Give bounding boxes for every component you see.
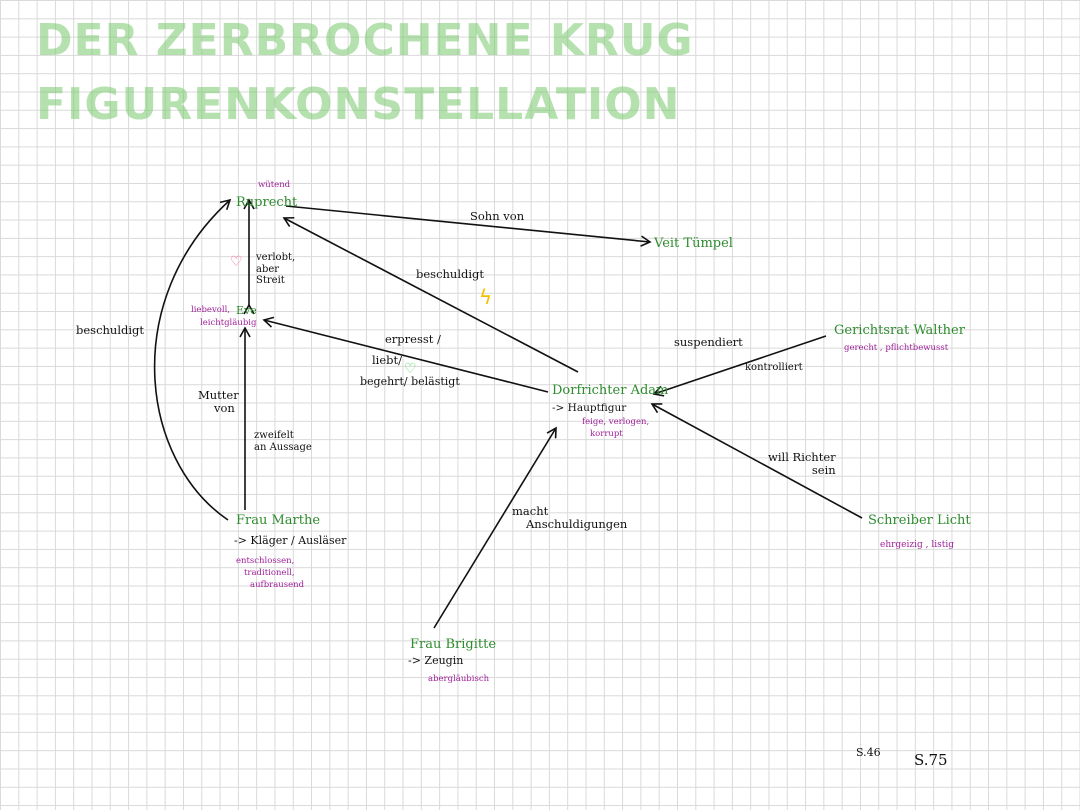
marthe-trait-2: traditionell, <box>244 568 295 578</box>
licht-traits: ehrgeizig , listig <box>880 540 954 550</box>
label-verlobt: verlobt, aber Streit <box>256 252 295 287</box>
title-line-1: DER ZERBROCHENE KRUG <box>36 15 694 66</box>
eve-trait-2: leichtgläubig <box>200 318 257 328</box>
label-beschuldigt-left: beschuldigt <box>76 323 145 337</box>
arrow-marthe-ruprecht <box>153 198 232 521</box>
label-zweifelt: zweifelt an Aussage <box>254 430 312 453</box>
adam-trait-2: korrupt <box>590 429 623 439</box>
arrow-adam-eve <box>262 316 549 393</box>
label-begehrt: begehrt/ belästigt <box>360 375 460 388</box>
adam-trait-1: feige, verlogen, <box>582 417 650 427</box>
page-ref-2: S.75 <box>914 751 948 769</box>
marthe-trait-3: aufbrausend <box>250 580 305 590</box>
label-macht: macht Anschuldigungen <box>512 504 628 532</box>
walther-name: Gerichtsrat Walther <box>834 323 965 338</box>
label-mutter-von-1: Mutter <box>198 388 239 402</box>
adam-role: -> Hauptfigur <box>552 402 627 414</box>
ruprecht-name: Ruprecht <box>236 195 298 210</box>
arrow-walther-adam <box>652 335 827 397</box>
walther-traits: gerecht , pflichtbewusst <box>844 343 949 353</box>
title-line-2: FIGURENKONSTELLATION <box>36 79 681 130</box>
eve-name: Eve <box>236 304 257 317</box>
brigitte-trait: abergläubisch <box>428 674 490 684</box>
label-suspendiert: suspendiert <box>674 335 743 349</box>
label-zweifelt-1: zweifelt <box>254 430 294 441</box>
label-will-richter-1: will Richter <box>768 450 836 464</box>
label-verlobt-2: aber <box>256 263 280 275</box>
label-sohn-von: Sohn von <box>470 209 525 223</box>
label-liebt: liebt/ <box>372 353 403 367</box>
page-ref-1: S.46 <box>856 746 881 759</box>
veit-name: Veit Tümpel <box>654 236 733 251</box>
arrow-adam-ruprecht <box>282 216 579 373</box>
marthe-name: Frau Marthe <box>236 513 321 528</box>
lightning-icon: ϟ <box>479 285 493 309</box>
label-will-richter: will Richter sein <box>768 450 836 478</box>
brigitte-name: Frau Brigitte <box>410 637 497 652</box>
label-zweifelt-2: an Aussage <box>254 441 312 453</box>
label-will-richter-2: sein <box>811 463 836 478</box>
label-macht-1: macht <box>512 504 549 518</box>
eve-trait-1: liebevoll, <box>191 305 230 315</box>
label-macht-2: Anschuldigungen <box>526 517 628 532</box>
label-kontrolliert: kontrolliert <box>745 362 803 373</box>
marthe-role: -> Kläger / Ausläser <box>234 534 347 547</box>
label-beschuldigt-adam: beschuldigt <box>416 267 485 281</box>
arrow-ruprecht-veit <box>285 205 652 247</box>
label-mutter-von-2: von <box>214 401 235 416</box>
ruprecht-trait: wütend <box>258 180 291 190</box>
label-verlobt-1: verlobt, <box>256 252 296 263</box>
label-erpresst: erpresst / <box>385 332 441 346</box>
adam-name: Dorfrichter Adam <box>552 383 669 398</box>
arrow-brigitte-adam <box>433 426 557 629</box>
label-mutter-von: Mutter von <box>198 388 239 416</box>
arrow-licht-adam <box>650 403 863 519</box>
licht-name: Schreiber Licht <box>868 513 971 528</box>
marthe-trait-1: entschlossen, <box>236 556 295 566</box>
brigitte-role: -> Zeugin <box>408 654 464 667</box>
heart-green-icon: ♡ <box>404 361 417 377</box>
heart-pink-icon: ♡ <box>230 254 243 270</box>
label-verlobt-3: Streit <box>256 275 285 286</box>
